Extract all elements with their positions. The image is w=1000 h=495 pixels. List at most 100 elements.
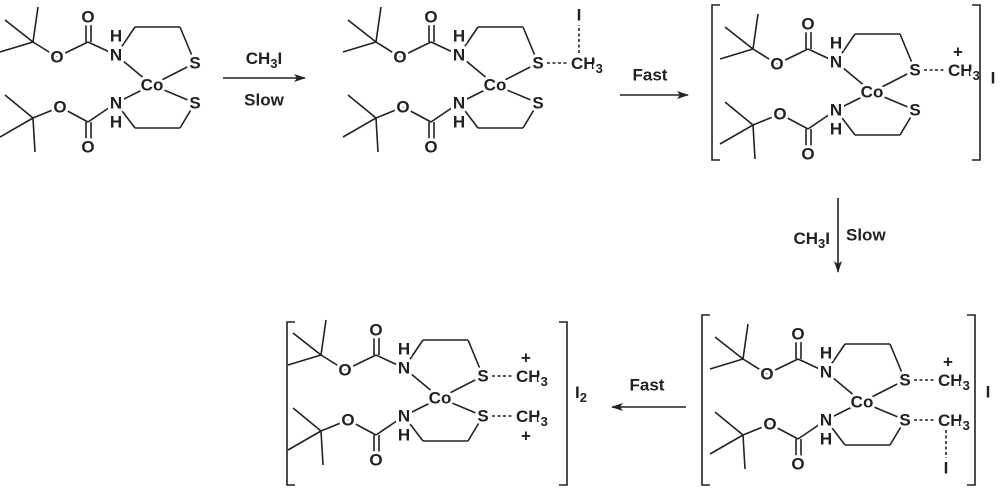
sulfur-label: S [532,94,543,113]
oxygen-label: O [770,55,783,74]
nitrogen-label: N [110,94,122,113]
methyl-label: CH3 [571,54,603,76]
carbonyl-oxygen-label: O [369,451,382,470]
bond [522,26,539,64]
bond [861,401,906,421]
hydrogen-label: H [398,426,410,445]
methyl-label: CH3 [516,367,548,389]
subscript-3: 3 [963,418,970,433]
bond [899,33,916,71]
bracket-product [286,321,568,486]
methyl-label: CH3 [516,407,548,429]
condition-label: Slow [846,226,886,245]
bond [467,339,484,377]
bond [115,84,153,104]
carbonyl-oxygen-label: O [791,325,804,344]
bond [403,339,424,369]
bond [87,41,117,56]
counterion-iodide: I [991,69,996,88]
bond [835,33,856,63]
right-bracket [967,314,976,486]
oxygen-label: O [760,365,773,384]
bond [179,102,196,129]
bond [458,26,479,56]
bond [467,415,484,442]
right-bracket [972,4,981,161]
bond [32,6,39,43]
bond [59,106,89,123]
bond [458,102,479,129]
bond [776,48,809,65]
oxygen-label: O [341,411,354,430]
bond [151,84,196,104]
bond [797,358,827,373]
cobalt-label: Co [429,389,452,408]
cobalt-label: Co [851,393,874,412]
positive-charge: + [953,43,963,62]
bond [439,397,484,417]
bond [752,124,756,160]
bond [0,41,34,53]
nitrogen-label: N [453,94,465,113]
bond [458,54,496,86]
methyl-ch: CH [516,367,541,386]
bond [752,48,778,65]
hydrogen-label: H [453,113,465,132]
right-bracket [559,321,568,486]
bond [292,407,322,432]
sulfur-label: S [899,411,910,430]
bond [742,434,746,470]
bond [320,354,346,371]
oxygen-label: O [393,48,406,67]
bond [719,124,754,145]
cobalt-label: Co [484,76,507,95]
hydrogen-label: H [830,34,842,53]
bond [807,109,837,130]
condition-label: Fast [633,66,668,85]
hydrogen-label: H [820,344,832,363]
bond [399,41,432,58]
left-bracket [711,4,720,161]
subscript-3: 3 [973,68,980,83]
bond [825,401,863,421]
nitrogen-label: N [398,407,410,426]
methyl-ch: CH [571,54,596,73]
condition-label: Fast [630,376,665,395]
nitrogen-label: N [820,411,832,430]
methyl-label: CH3 [938,411,970,433]
carbonyl-oxygen-label: O [801,145,814,164]
bond [32,117,36,153]
bond [115,26,136,56]
bond [797,419,827,440]
bond [403,415,424,442]
iodine-label: I [944,459,949,478]
subscript-3: 3 [541,414,548,429]
bond [709,358,744,370]
hydrogen-label: H [453,27,465,46]
bond [430,102,460,123]
bond [714,411,744,436]
bond [430,41,460,56]
hydrogen-label: H [110,27,122,46]
oxygen-label: O [50,48,63,67]
bond [320,430,324,466]
iodine-label: I [577,6,582,25]
bond [807,48,837,63]
bond [779,113,809,130]
bond [375,41,401,58]
cobalt-label: Co [861,83,884,102]
bond [458,84,496,104]
bond [402,106,432,123]
carbonyl-oxygen-label: O [369,321,382,340]
bond [835,91,873,111]
carbonyl-oxygen-label: O [424,138,437,157]
bond [522,102,539,129]
hydrogen-label: H [110,113,122,132]
nitrogen-label: N [830,101,842,120]
bond [766,358,799,375]
methyl-ch: CH [516,407,541,426]
